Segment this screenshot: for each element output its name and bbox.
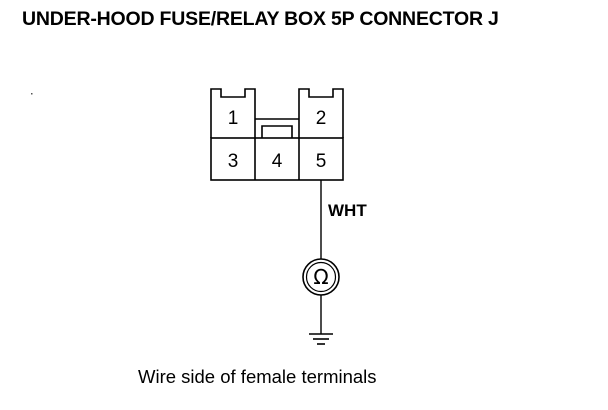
ohm-symbol: Ω (313, 265, 328, 289)
diagram-caption: Wire side of female terminals (138, 366, 377, 387)
latch-tab (261, 125, 293, 138)
pin-2-label: 2 (316, 108, 327, 129)
diagram-title: UNDER-HOOD FUSE/RELAY BOX 5P CONNECTOR J (22, 8, 499, 30)
right-block-outline (298, 88, 344, 138)
ohmmeter-icon: Ω (302, 258, 340, 296)
pin-1-label: 1 (228, 108, 239, 129)
speck (31, 93, 33, 95)
connector-5p (210, 88, 344, 181)
bottom-row-outline (210, 137, 344, 181)
left-block-outline (210, 88, 256, 138)
pin-5-label: 5 (316, 151, 327, 172)
ground-icon (309, 333, 333, 345)
pin-3-label: 3 (228, 151, 239, 172)
pin-4-label: 4 (272, 151, 283, 172)
wire-color-label: WHT (328, 201, 367, 220)
